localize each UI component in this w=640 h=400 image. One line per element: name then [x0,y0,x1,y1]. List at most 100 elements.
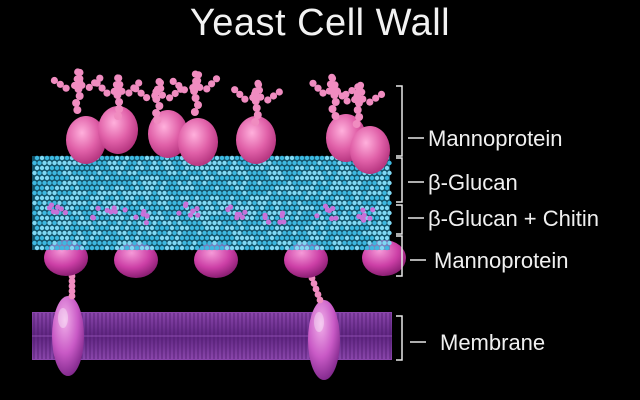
glucan-bead [124,235,130,241]
mannan-bead [196,83,204,91]
glucan-bead [162,230,167,236]
glucan-bead [154,165,160,171]
glucan-bead [342,200,347,206]
mannan-bead [251,118,260,126]
glucan-bead [379,235,385,241]
mannan-bead [333,87,341,95]
mannan-bead [137,89,145,97]
glucan-bead [322,160,327,166]
glucan-bead [264,165,270,171]
glucan-bead [149,205,155,211]
glucan-bead [259,225,265,231]
stalk-bead [314,291,322,298]
glucan-bead [52,240,57,246]
glucan-bead [64,205,70,211]
glucan-bead [227,160,232,166]
glucan-bead [369,225,375,231]
glucan-bead [127,230,132,236]
glucan-bead [129,235,135,241]
glucan-bead [84,215,90,221]
chitin-bead [262,212,268,218]
glucan-bead [329,235,335,241]
glucan-bead [364,195,370,201]
glucan-bead [69,245,75,251]
glucan-bead [309,165,315,171]
glucan-bead [387,180,392,186]
glucan-bead [154,235,160,241]
glucan-bead [299,165,305,171]
glucan-bead [114,225,120,231]
glucan-bead [312,190,317,196]
glucan-bead [62,240,67,246]
glucan-bead [172,170,177,176]
glucan-bead [287,160,292,166]
glucan-bead [134,205,140,211]
glucan-bead [324,215,330,221]
glucan-bead [262,220,267,226]
mannan-bead [175,82,183,90]
glucan-bead [382,220,387,226]
glucan-bead [339,175,345,181]
glucan-bead [172,210,177,216]
glucan-bead [332,240,337,246]
glucan-bead [224,215,230,221]
glucan-bead [82,240,87,246]
glucan-bead [99,155,105,161]
glucan-bead [257,200,262,206]
glucan-bead [52,160,57,166]
glucan-bead [92,220,97,226]
mannan-bead [257,93,265,101]
glucan-bead [369,245,375,251]
glucan-bead [197,190,202,196]
glucan-bead [82,190,87,196]
glucan-bead [339,195,345,201]
glucan-bead [199,245,205,251]
glucan-bead [69,185,75,191]
glucan-bead [319,225,325,231]
glucan-bead [192,220,197,226]
glucan-bead [124,155,130,161]
glucan-bead [324,245,330,251]
mannan-bead [359,95,367,103]
mannan-bead [351,95,359,104]
glucan-bead [294,165,300,171]
glucan-bead [92,170,97,176]
glucan-bead [107,170,112,176]
glucan-bead [144,165,150,171]
mannan-bead [252,87,260,95]
glucan-bead [312,240,317,246]
glucan-bead [337,240,342,246]
glucan-bead [297,170,302,176]
glucan-bead [347,170,352,176]
glucan-bead [169,245,175,251]
glucan-bead [357,240,362,246]
glucan-bead [104,165,110,171]
glucan-bead [317,240,322,246]
glucan-bead [189,165,195,171]
glucan-bead [269,205,275,211]
glucan-bead [144,155,150,161]
glucan-bead [122,160,127,166]
glucan-bead [209,235,215,241]
glucan-bead [264,225,270,231]
glucan-bead [247,230,252,236]
glucan-bead [304,195,310,201]
glucan-bead [194,245,200,251]
glucan-bead [139,195,145,201]
glucan-bead [319,175,325,181]
glucan-bead [282,160,287,166]
glucan-bead [34,155,40,161]
glucan-bead [154,245,160,251]
glucan-bead [87,230,92,236]
glucan-bead [374,225,380,231]
glucan-bead [384,215,390,221]
glucan-bead [212,180,217,186]
glucan-bead [197,200,202,206]
glucan-bead [207,170,212,176]
glucan-bead [137,160,142,166]
glucan-bead [169,235,175,241]
glucan-bead [49,165,55,171]
glucan-bead [359,235,365,241]
glucan-bead [64,155,70,161]
glucan-bead [149,155,155,161]
